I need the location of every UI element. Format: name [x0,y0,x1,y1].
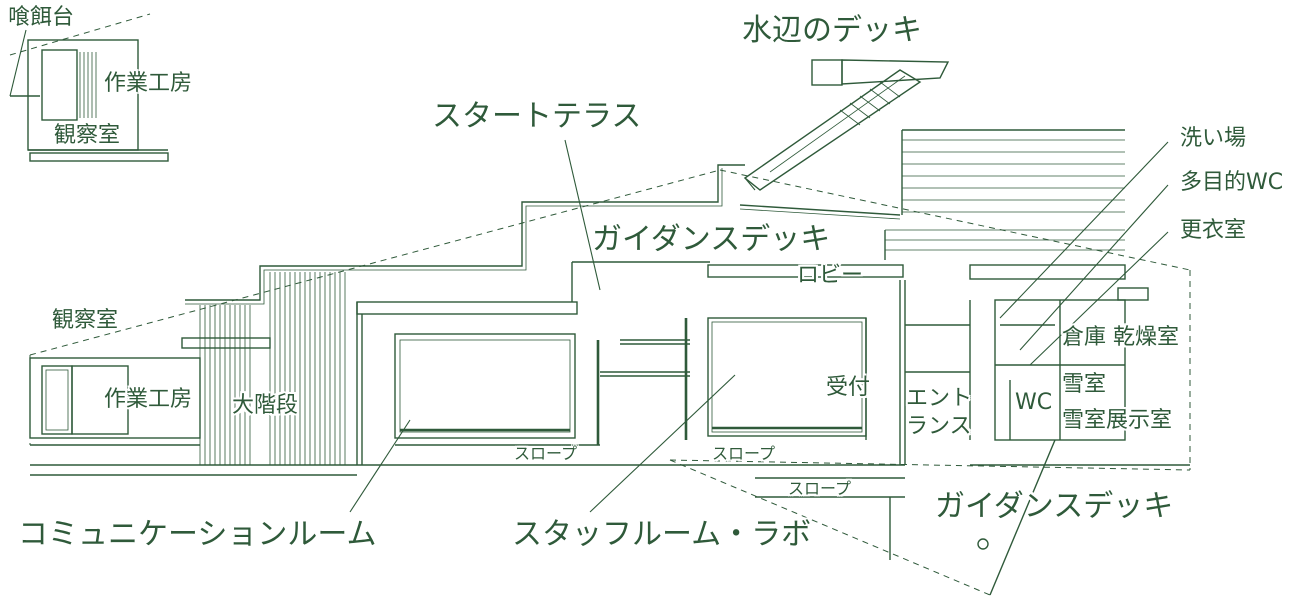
label-feeding-platform: 喰餌台 [8,5,75,30]
label-start-terrace: スタートテラス [432,99,642,134]
entrance-walls [899,280,971,465]
marker-dot [977,538,989,550]
label-reception: 受付 [826,375,871,400]
grand-stairs-hatch [199,272,346,465]
label-storage-drying: 倉庫 乾燥室 [1062,325,1179,350]
inset-plan [9,13,169,162]
start-terrace-walls [571,261,904,377]
label-workshop: 作業工房 [104,387,193,412]
label-wc: WC [1015,390,1053,415]
roof-outline-dashed [29,169,1191,471]
roof-hatch [884,129,1125,260]
building-outline [185,164,901,305]
label-lobby: ロビー [797,263,864,288]
waterside-deck-stairs [743,59,950,191]
community-room-walls [356,301,905,466]
label-slope-1: スロープ [514,444,578,463]
label-staff-lab: スタッフルーム・ラボ [512,517,812,552]
label-entrance-line1: エント [906,386,973,411]
label-waterside-deck: 水辺のデッキ [742,13,922,48]
inset-stair-hatch [79,52,97,118]
label-multipurpose-wc: 多目的WC [1180,170,1284,195]
label-guidance-deck-bottom: ガイダンスデッキ [935,489,1174,524]
service-block-walls [969,264,1190,466]
bottom-deck [30,439,1056,596]
label-observation-inset: 観察室 [54,123,121,148]
label-grand-stairs: 大階段 [232,393,299,418]
label-slope-3: スロープ [788,479,852,498]
label-slope-2: スロープ [712,444,776,463]
staff-lab-walls [684,317,867,440]
label-workshop-inset: 作業工房 [104,71,193,96]
label-observation: 観察室 [52,308,119,333]
label-washroom: 洗い場 [1180,126,1247,151]
label-snow-exhibition: 雪室展示室 [1062,408,1173,433]
label-changing-room: 更衣室 [1180,218,1247,243]
label-community-room: コミュニケーションルーム [18,517,377,552]
label-guidance-deck-top: ガイダンスデッキ [592,222,831,257]
leader-lines [349,139,1169,513]
label-snow-room: 雪室 [1062,372,1107,397]
label-entrance-line2: ランス [906,414,972,439]
